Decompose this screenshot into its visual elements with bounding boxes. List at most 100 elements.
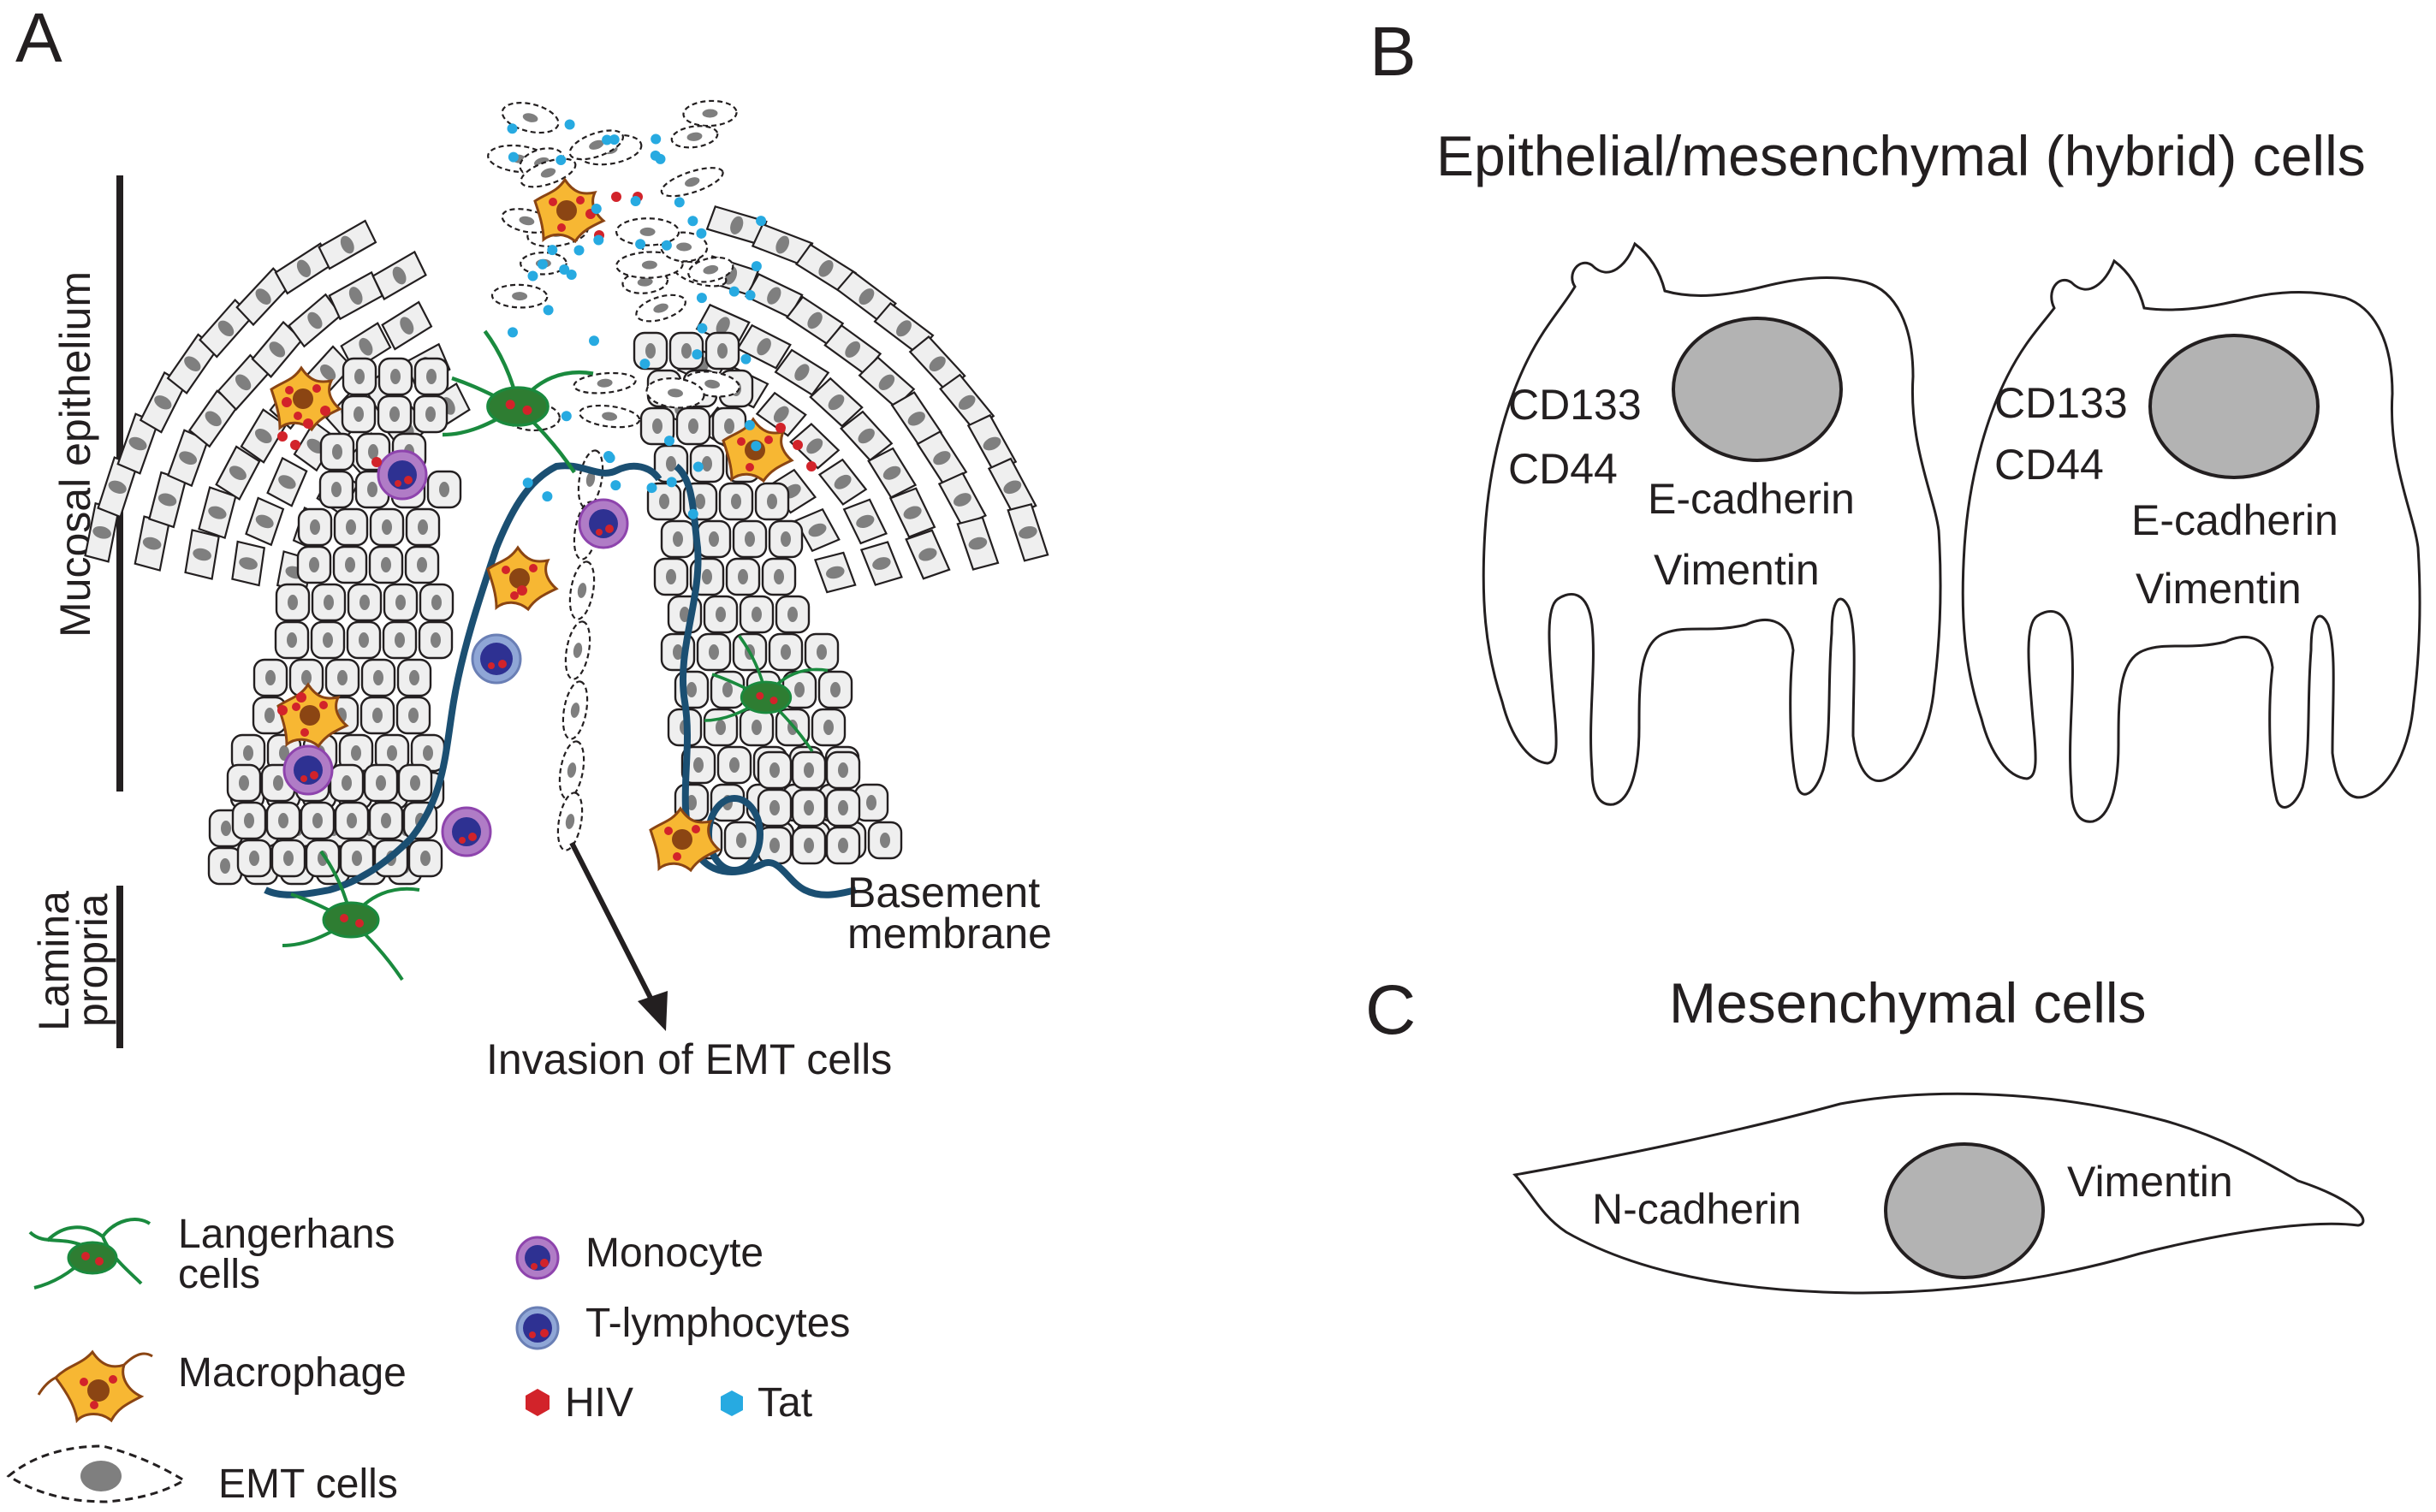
basal-cell <box>329 763 365 803</box>
basal-cell <box>377 394 413 434</box>
hybrid-cell-1-marker-cd133: CD133 <box>1508 381 1642 429</box>
epithelial-cell <box>888 487 936 538</box>
hiv-particle <box>611 192 621 202</box>
monocyte <box>441 806 492 857</box>
basal-cell <box>732 519 768 559</box>
monocyte <box>282 744 334 796</box>
basal-cell <box>274 620 310 660</box>
epithelial-cell <box>736 323 792 370</box>
basal-cell <box>703 595 739 634</box>
basal-cell <box>817 670 853 709</box>
langerhans-cell <box>282 850 420 981</box>
basal-cell <box>825 826 861 865</box>
tat-particle <box>522 477 533 489</box>
basal-cell <box>757 750 793 790</box>
basal-cell <box>231 801 267 840</box>
hybrid-cell-2-marker-cd133: CD133 <box>1994 379 2128 427</box>
basement-membrane-label-1: Basement <box>847 869 1040 916</box>
invasion-arrow-shaft <box>569 841 655 1003</box>
mesenchymal-cell: N-cadherin Vimentin <box>1512 1092 2365 1295</box>
macrophage <box>533 177 606 244</box>
hybrid-cell-2-marker-vimentin: Vimentin <box>2136 565 2302 613</box>
hybrid-cell-1: CD133 CD44 E-cadherin Vimentin <box>1482 241 1942 806</box>
tat-particle <box>602 134 613 145</box>
tat-particle <box>543 305 554 316</box>
basal-cell <box>368 801 404 840</box>
hiv-particle <box>320 406 330 416</box>
tat-particle <box>556 155 567 165</box>
epithelial-cell <box>84 501 120 563</box>
tat-particle <box>696 293 707 304</box>
basal-cell <box>639 406 675 446</box>
basement-membrane-label-2: membrane <box>847 910 1052 958</box>
basal-cell <box>413 394 449 434</box>
emt-cell <box>660 167 724 198</box>
immune-cells <box>270 177 829 981</box>
tat-particle <box>566 270 577 280</box>
tat-particle <box>603 451 614 461</box>
basal-cell <box>761 557 797 596</box>
basal-cell <box>739 595 775 634</box>
basal-cell <box>757 788 793 827</box>
basal-cell <box>825 750 861 790</box>
epithelial-cell <box>817 458 868 506</box>
basal-cell <box>338 733 374 773</box>
basal-cell <box>696 519 732 559</box>
hiv-particle <box>290 440 300 450</box>
hiv-particle <box>296 692 306 703</box>
hiv-particle <box>793 440 803 450</box>
basal-cell <box>383 583 419 622</box>
basal-cell <box>725 557 761 596</box>
langerhans-cell <box>704 634 829 752</box>
basal-cell <box>418 620 454 660</box>
emt-cell <box>645 377 705 409</box>
invading-emt-cell <box>564 620 591 680</box>
basement-membrane-left <box>264 462 662 898</box>
basal-cell <box>791 750 827 790</box>
epithelial-cell <box>318 219 377 270</box>
mucosal-epithelium-label: Mucosal epithelium <box>51 271 99 637</box>
tat-particle <box>542 491 553 502</box>
tat-particle <box>508 151 519 163</box>
epithelial-cell <box>134 515 170 572</box>
tat-particle <box>697 323 708 334</box>
tat-particle <box>661 240 672 251</box>
basal-cell <box>324 658 360 697</box>
mesenchymal-marker-vimentin: Vimentin <box>2067 1158 2233 1206</box>
tat-particle <box>593 234 604 246</box>
emt-cell <box>573 371 637 394</box>
tat-legend-label: Tat <box>758 1380 812 1426</box>
tat-particle <box>507 123 518 134</box>
basal-cell <box>718 482 754 521</box>
tat-particle <box>573 245 585 256</box>
hiv-particle <box>775 423 786 433</box>
epithelial-cell <box>908 335 966 393</box>
epithelial-cell <box>939 373 995 431</box>
tat-particle <box>610 480 621 491</box>
epithelial-cell <box>198 486 237 540</box>
hybrid-cell-1-outline <box>1482 241 1942 806</box>
basal-cell <box>374 733 410 773</box>
basal-cell <box>230 733 266 773</box>
basal-cell <box>253 658 288 697</box>
epithelial-cell <box>842 498 888 545</box>
tat-particle <box>564 119 575 130</box>
tat-particle <box>664 436 674 447</box>
tat-particle <box>508 327 518 338</box>
epithelial-cell <box>184 529 220 580</box>
basal-cell <box>407 839 443 878</box>
basal-cell <box>660 519 696 559</box>
hybrid-cell-2-marker-cd44: CD44 <box>1994 441 2104 489</box>
mesenchymal-cell-outline <box>1512 1092 2365 1295</box>
invasion-arrow-head <box>638 991 668 1031</box>
basal-cell <box>696 632 732 672</box>
invading-emt-cell <box>556 792 584 851</box>
legend: Langerhans cells Macrophage EMT cells Mo… <box>6 1212 850 1507</box>
tat-particle <box>630 196 641 206</box>
emt-cell <box>579 404 641 429</box>
t-lymphocyte-legend-label: T-lymphocytes <box>585 1301 850 1346</box>
lamina-propria-label-2: propria <box>68 893 116 1027</box>
epithelial-cell <box>371 250 427 301</box>
basal-cell <box>825 788 861 827</box>
basement-membrane-right <box>674 463 857 898</box>
